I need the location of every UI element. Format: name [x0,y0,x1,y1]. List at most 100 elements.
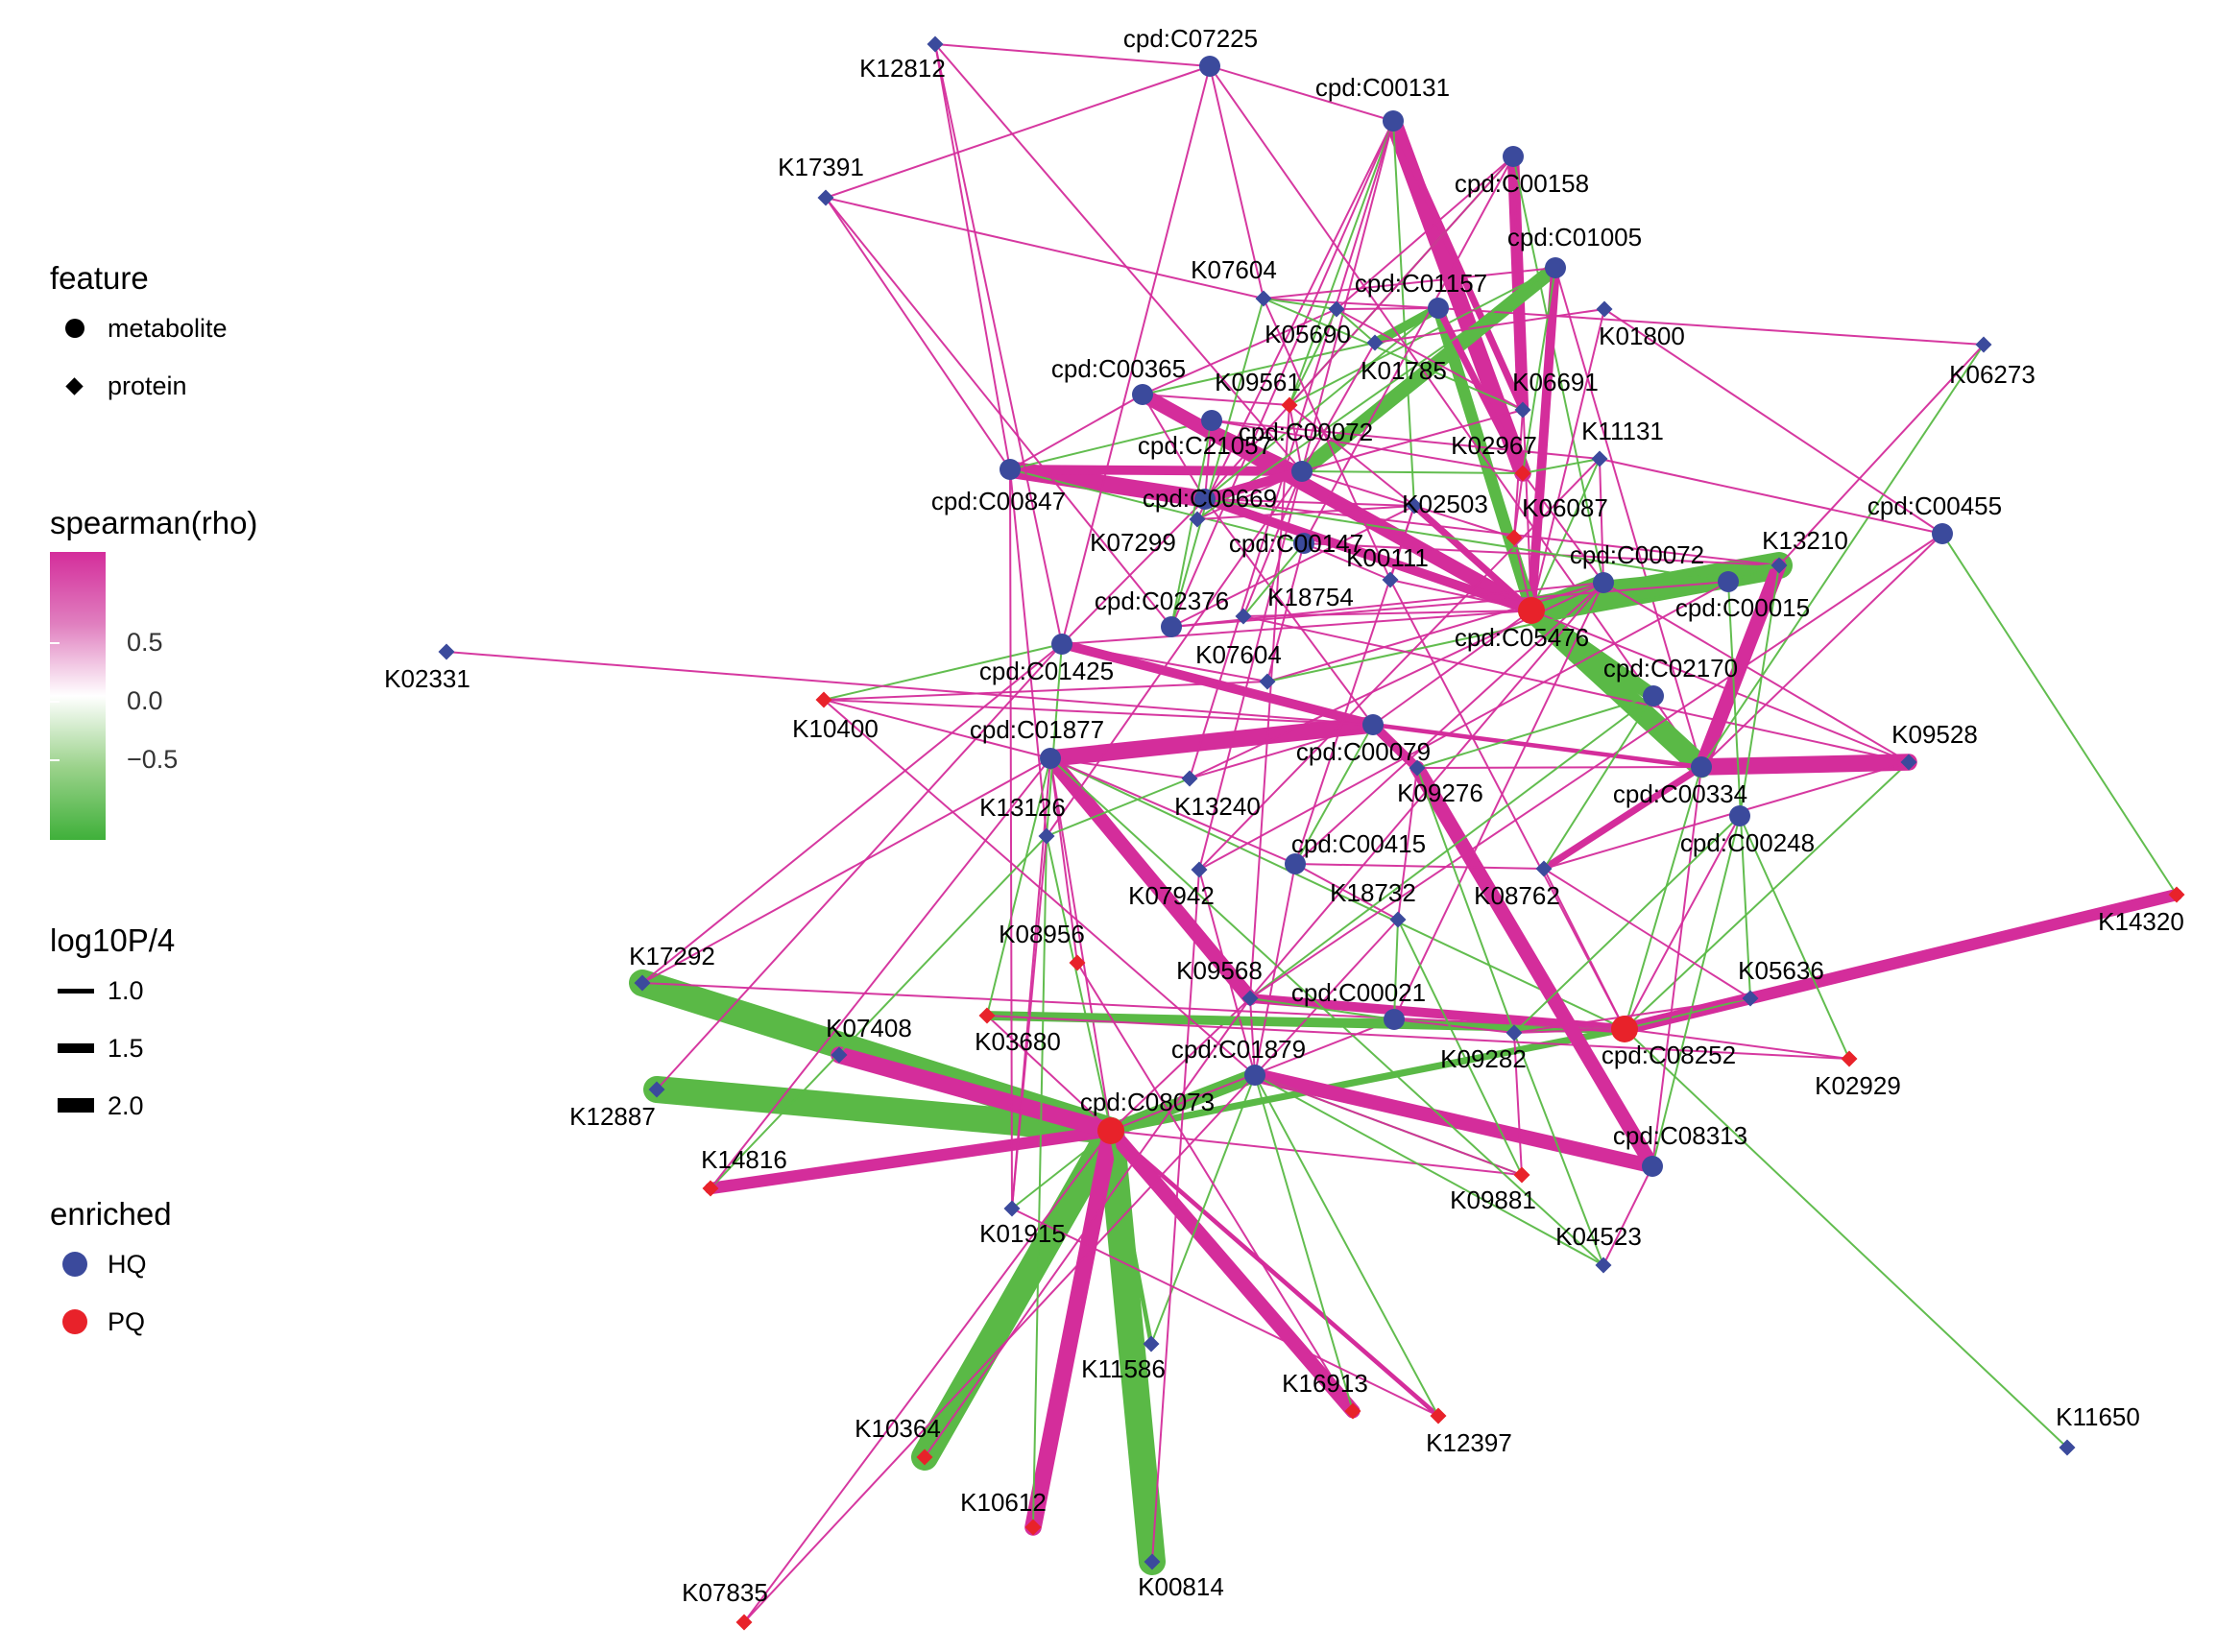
edge-cpd:C00334-cpd:C00455 [1700,533,1943,768]
node-cpd:C08252 [1611,1016,1638,1042]
edge-K13240-cpd:C00131 [1189,120,1394,779]
node-label: cpd:C00334 [1613,779,1747,808]
circle-icon [62,1309,87,1334]
node-label: K17292 [629,942,715,970]
edge-cpd:C01425-K10400 [823,643,1063,701]
node-label: K02967 [1451,431,1537,460]
edge-cpd:C07225-K12812 [934,43,1211,67]
line-width-icon [58,989,94,994]
node-K10364 [916,1448,933,1466]
edge-K18754-cpd:C00072_a [1242,470,1303,617]
node-label: K06087 [1522,493,1608,522]
line-width-icon [58,1043,94,1053]
legend-spearman: spearman(rho) 0.5 0.0 −0.5 [50,504,367,850]
edge-cpd:C08252-cpd:C01877 [1049,757,1626,1030]
edge-cpd:C00455-K01800 [1603,308,1943,535]
edge-cpd:C08073-K10612 [1024,1122,1120,1536]
edge-cpd:C07225-K07604_a [1209,65,1265,299]
node-label: K13126 [979,793,1066,822]
node-label: K13240 [1174,792,1261,821]
edge-cpd:C08252-K11650 [1624,1028,2068,1448]
node-K11650 [2059,1439,2076,1456]
edge-K14816-cpd:C01877 [710,757,1051,1189]
edge-K02331-cpd:C00079 [446,651,1374,726]
node-cpd:C01425 [1051,634,1072,655]
node-K18754 [1235,608,1252,625]
node-label: cpd:C01157 [1355,269,1487,298]
edge-K09881-cpd:C01879 [1254,1074,1523,1176]
edge-cpd:C01879-K18732 [1254,919,1399,1076]
node-label: cpd:C00021 [1291,978,1426,1007]
node-K09276 [1409,759,1426,777]
node-layer [438,36,2185,1631]
edge-cpd:C08073-K07408 [831,1046,1120,1139]
edge-cpd:C00072_a-K06691 [1301,409,1524,472]
edge-K00111-K02503 [1389,505,1415,581]
edge-cpd:C00021-K03680 [986,1015,1395,1020]
node-label: K07299 [1090,528,1176,557]
node-label: K18754 [1267,583,1354,611]
edge-cpd:C00079-cpd:C00415 [1294,724,1374,865]
node-label: cpd:C02376 [1095,587,1229,615]
node-label: cpd:C08252 [1602,1041,1736,1069]
edge-cpd:C01879-K12397 [1254,1074,1439,1417]
node-cpd:C08073 [1097,1117,1124,1144]
edge-cpd:C00365-cpd:C00669 [1142,394,1206,500]
edge-cpd:C01877-K13240 [1049,757,1191,779]
edge-cpd:C00248-K13210 [1739,564,1780,817]
edge-K13126-K13240 [1046,778,1191,837]
node-K09568 [1241,990,1259,1007]
edge-cpd:C00847-cpd:C00669 [1001,461,1214,508]
node-label: K11586 [1081,1354,1166,1383]
node-K13126 [1038,827,1055,845]
node-label: K05690 [1265,320,1351,348]
edge-cpd:C08073-K03680 [986,1015,1112,1132]
node-K03680 [978,1007,996,1024]
node-cpd:C00415 [1285,853,1306,874]
edge-cpd:C07225-K17391 [825,65,1211,199]
node-label: K03680 [975,1027,1061,1056]
edge-K12887-cpd:C01425 [656,643,1063,1090]
node-label: K02929 [1815,1071,1901,1100]
edge-cpd:C00248-K02929 [1739,815,1850,1060]
node-K00111 [1382,571,1399,588]
edge-cpd:C05476-K11131 [1530,458,1601,611]
node-label: K08762 [1474,881,1560,910]
node-label: cpd:C00079 [1296,737,1431,766]
node-label: cpd:C00365 [1051,354,1186,383]
edge-K01785-K01800 [1374,308,1605,344]
edge-cpd:C08252-K02929 [1624,1028,1850,1060]
node-label: K08956 [999,920,1085,948]
edge-cpd:C00131-K09561 [1289,120,1394,406]
node-cpd:C02170 [1643,685,1664,706]
node-label: cpd:C00455 [1867,491,2002,520]
edge-cpd:C00147-K00111 [1303,542,1391,581]
node-K01800 [1596,300,1613,318]
node-K18732 [1389,911,1407,928]
node-K17391 [817,189,834,206]
node-K12812 [927,36,944,53]
legend-item-hq: HQ [50,1245,147,1283]
legend-item-protein: protein [50,367,187,405]
edge-K07299-cpd:C01005 [1196,267,1556,520]
node-cpd:C00334 [1691,756,1712,778]
node-label: K07604 [1191,255,1277,284]
edge-cpd:C00131-cpd:C02376 [1170,120,1394,628]
edge-layer [446,43,2183,1623]
edge-cpd:C00847-cpd:C00365 [1009,394,1144,470]
node-label: cpd:C21057 [1138,431,1272,460]
node-K07604 [1259,673,1276,690]
node-cpd:C05476 [1518,597,1545,624]
edge-cpd:C05476-K09528 [1530,610,1910,763]
node-label: cpd:C00072 [1570,540,1704,569]
edge-cpd:C00158-K05690 [1336,156,1514,310]
node-label: cpd:C00669 [1143,484,1277,513]
edge-K09561-K02503 [1289,404,1415,507]
colorbar-tick-label: 0.0 [127,686,163,715]
edge-cpd:C00334-K08762 [1540,763,1705,873]
node-K09282 [1505,1024,1523,1041]
edge-cpd:C00415-K08762 [1294,863,1545,870]
edge-cpd:C08073-K00814 [1097,1117,1166,1575]
node-cpd:C00072 [1593,572,1614,593]
edge-K09282-K04523 [1513,1032,1604,1266]
